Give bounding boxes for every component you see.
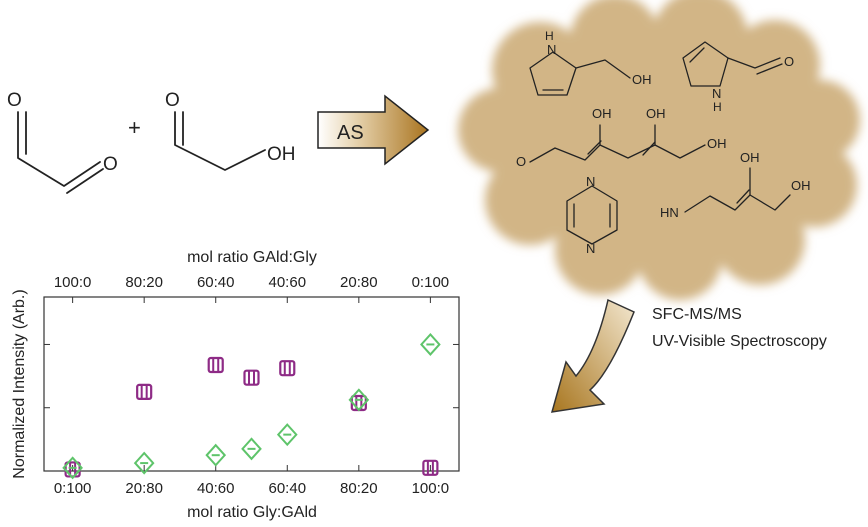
pyrazine-n-1: N <box>586 174 595 189</box>
square-point-2 <box>207 356 224 374</box>
dienol-oh-3: OH <box>707 136 727 151</box>
imidazole-methanol-molecule: H N OH <box>529 29 652 96</box>
analysis-curved-arrow <box>550 298 635 413</box>
plot-frame <box>43 296 460 472</box>
analysis-method-2: UV-Visible Spectroscopy <box>652 333 827 350</box>
square-point-3 <box>243 369 260 386</box>
top-x-axis-label: mol ratio GAld:Gly <box>187 249 317 266</box>
x-axis-label: mol ratio Gly:GAld <box>187 504 317 521</box>
dienol-oxygen: O <box>516 154 526 169</box>
x-tick-label-1: 20:80 <box>125 480 163 497</box>
imine-oh-1: OH <box>740 150 760 165</box>
square-point-6 <box>422 459 439 476</box>
scatter-chart: 0:100 20:80 40:60 60:40 80:20 100:0 100:0 80:2… <box>11 249 460 521</box>
bottom-tick-labels: 0:100 20:80 40:60 60:40 80:20 100:0 <box>54 480 449 497</box>
glycolaldehyde-hydroxyl: OH <box>267 144 296 165</box>
carbaldehyde-h: H <box>713 100 722 114</box>
glycolaldehyde-oxygen: O <box>165 90 180 111</box>
pyrazine-n-2: N <box>586 241 595 256</box>
glyoxal-oxygen-1: O <box>7 90 22 111</box>
top-tick-label-4: 20:80 <box>340 274 378 291</box>
diamond-point-4 <box>276 423 298 447</box>
x-tick-label-3: 60:40 <box>269 480 307 497</box>
imidazole-methanol-oh: OH <box>632 72 652 87</box>
imidazole-n: N <box>547 42 556 57</box>
product-cloud <box>458 0 860 300</box>
x-tick-label-2: 40:60 <box>197 480 235 497</box>
top-tick-labels: 100:0 80:20 60:40 40:60 20:80 0:100 <box>54 274 449 291</box>
x-tick-label-0: 0:100 <box>54 480 92 497</box>
data-points <box>62 332 441 480</box>
x-tick-label-5: 100:0 <box>412 480 450 497</box>
imidazole-h: H <box>545 29 554 43</box>
as-label: AS <box>337 122 364 144</box>
top-tick-label-5: 0:100 <box>412 274 450 291</box>
glyoxal-molecule: O O <box>7 90 118 194</box>
plus-sign: + <box>128 115 141 140</box>
tick-marks <box>44 297 459 472</box>
dienol-oh-1: OH <box>592 106 612 121</box>
carbaldehyde-oxygen: O <box>784 54 794 69</box>
imine-molecule: HN OH OH <box>660 150 811 220</box>
dienol-oh-2: OH <box>646 106 666 121</box>
diamond-point-1 <box>133 451 155 475</box>
carbaldehyde-n: N <box>712 86 721 101</box>
diamond-point-0 <box>62 456 83 480</box>
top-tick-label-3: 40:60 <box>269 274 307 291</box>
imine-oh-2: OH <box>791 178 811 193</box>
diamond-point-2 <box>205 443 227 467</box>
diamond-point-6 <box>420 332 441 356</box>
y-axis-label: Normalized Intensity (Arb.) <box>11 289 28 478</box>
analysis-method-1: SFC-MS/MS <box>652 306 742 323</box>
as-reaction-arrow: AS <box>317 94 430 166</box>
glycolaldehyde-molecule: O OH <box>165 90 296 171</box>
dienol-chain-molecule: O OH OH OH <box>516 106 727 169</box>
glyoxal-oxygen-2: O <box>103 154 118 175</box>
top-tick-label-0: 100:0 <box>54 274 92 291</box>
square-point-4 <box>279 360 296 377</box>
square-point-1 <box>136 383 153 401</box>
top-tick-label-1: 80:20 <box>125 274 163 291</box>
pyrazine-molecule: N N <box>566 174 618 256</box>
top-tick-label-2: 60:40 <box>197 274 235 291</box>
x-tick-label-4: 80:20 <box>340 480 378 497</box>
imine-hn: HN <box>660 205 679 220</box>
diamond-point-3 <box>241 437 262 461</box>
imidazole-carbaldehyde-molecule: N H O <box>682 41 794 114</box>
diamond-point-5 <box>348 388 370 412</box>
